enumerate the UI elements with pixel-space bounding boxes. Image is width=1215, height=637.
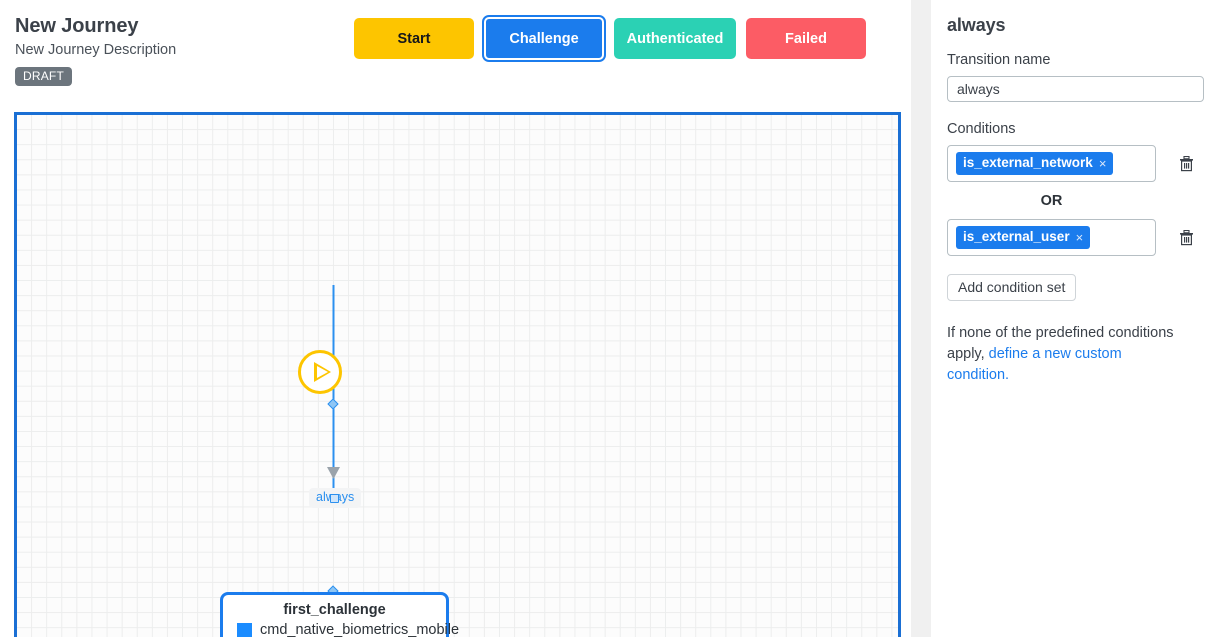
state-button-start[interactable]: Start: [354, 18, 474, 59]
condition-tag[interactable]: is_external_user ×: [956, 226, 1091, 249]
conditions-label: Conditions: [947, 121, 1016, 137]
title-block: New Journey New Journey Description DRAF…: [15, 14, 335, 86]
page-header: New Journey New Journey Description DRAF…: [0, 0, 911, 100]
custom-condition-hint: If none of the predefined conditions app…: [947, 323, 1187, 386]
flow-edges: [327, 285, 340, 505]
play-icon: [314, 362, 331, 382]
condition-set-box[interactable]: is_external_network ×: [947, 145, 1156, 182]
state-button-failed[interactable]: Failed: [746, 18, 866, 59]
condition-tag[interactable]: is_external_network ×: [956, 152, 1114, 175]
remove-condition-icon[interactable]: ×: [1075, 229, 1084, 245]
start-node[interactable]: [298, 350, 342, 394]
flow-node-item[interactable]: cmd_native_biometrics_mobile: [233, 621, 459, 637]
condition-tag-label: is_external_user: [963, 229, 1070, 244]
hint-text-static: If none of the predefined conditions app…: [947, 325, 1174, 362]
color-chip-icon: [237, 623, 252, 637]
condition-row: is_external_user ×: [947, 219, 1199, 256]
define-custom-condition-link[interactable]: define a new custom condition.: [947, 346, 1122, 383]
page-title: New Journey: [15, 15, 139, 37]
delete-condition-set-button[interactable]: [1175, 227, 1197, 249]
remove-condition-icon[interactable]: ×: [1098, 155, 1107, 171]
condition-set-box[interactable]: is_external_user ×: [947, 219, 1156, 256]
flow-canvas[interactable]: always first_challenge cmd_native_biomet…: [14, 112, 901, 637]
page-subtitle: New Journey Description: [15, 42, 177, 58]
flow-node-first-challenge[interactable]: first_challenge cmd_native_biometrics_mo…: [220, 592, 459, 637]
condition-tag-label: is_external_network: [963, 155, 1093, 170]
delete-condition-set-button[interactable]: [1175, 153, 1197, 175]
transition-properties-panel: always Transition name Conditions is_ext…: [931, 0, 1215, 637]
transition-name-input[interactable]: [947, 76, 1204, 102]
state-button-authenticated[interactable]: Authenticated: [614, 18, 736, 59]
add-condition-set-button[interactable]: Add condition set: [947, 274, 1077, 301]
panel-title: always: [947, 15, 1006, 35]
panel-divider: [911, 0, 931, 637]
condition-row: is_external_network ×: [947, 145, 1199, 182]
flow-node-item-label: cmd_native_biometrics_mobile: [260, 622, 460, 637]
trash-icon: [1179, 229, 1193, 245]
main-area: New Journey New Journey Description DRAF…: [0, 0, 911, 637]
trash-icon: [1179, 155, 1193, 171]
edge-label-marker-icon[interactable]: [330, 494, 339, 503]
flow-node-title: first_challenge: [283, 602, 386, 618]
state-buttons-toolbar: Start Challenge Authenticated Failed: [354, 15, 866, 62]
status-badge: DRAFT: [15, 67, 72, 86]
state-button-challenge[interactable]: Challenge: [482, 15, 606, 62]
transition-name-label: Transition name: [947, 52, 1051, 68]
or-separator: OR: [1040, 193, 1063, 209]
